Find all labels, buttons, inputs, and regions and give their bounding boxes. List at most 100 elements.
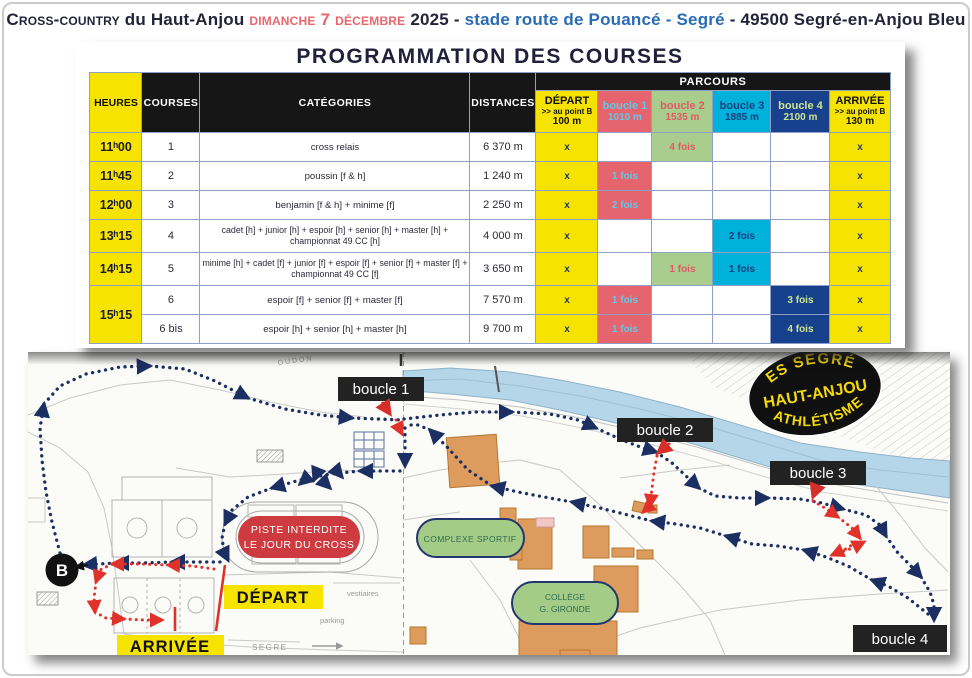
piste-interdite-badge: PISTE INTERDITE LE JOUR DU CROSS [238, 516, 360, 558]
svg-text:boucle 4: boucle 4 [872, 631, 929, 648]
parcours-cell [712, 161, 772, 191]
svg-text:COLLÈGE: COLLÈGE [545, 592, 585, 602]
parcours-cell [651, 161, 714, 191]
parcours-cell: x [535, 252, 599, 286]
categorie-cell: cross relais [199, 132, 471, 162]
point-b-marker: B [45, 553, 79, 587]
parcours-cell [770, 132, 831, 162]
title-part-4: stade route de Pouancé - Segré [464, 10, 725, 29]
course-map: OUDON [25, 343, 951, 671]
parcours-cell: x [829, 285, 891, 315]
heures-cell: 14ʰ15 [89, 252, 143, 286]
boucle-3-label: boucle 3 [770, 461, 866, 501]
parcours-cell: 1 fois [597, 285, 653, 315]
parcours-cell [770, 219, 831, 253]
parcours-cell: x [829, 314, 891, 344]
programme-table: HEURES COURSES CATÉGORIES DISTANCES PARC… [89, 72, 891, 344]
distance-cell: 6 370 m [469, 132, 537, 162]
boucle-4-label: boucle 4 [853, 625, 947, 652]
svg-text:boucle 1: boucle 1 [353, 381, 410, 398]
title-part-3: 2025 - [405, 10, 465, 29]
parcours-cell: 4 fois [651, 132, 714, 162]
distance-cell: 7 570 m [469, 285, 537, 315]
boucle-1-label: boucle 1 [338, 377, 424, 417]
depart-label: DÉPART [224, 585, 323, 609]
heures-cell: 15ʰ15 [89, 285, 143, 344]
svg-text:ARRIVÉE: ARRIVÉE [130, 637, 210, 655]
parcours-cell: x [535, 132, 599, 162]
parcours-cell: x [535, 285, 599, 315]
parcours-cell [712, 132, 772, 162]
parcours-cell [597, 252, 653, 286]
parcours-cell [712, 190, 772, 220]
distance-cell: 9 700 m [469, 314, 537, 344]
course-map-svg: OUDON [25, 343, 951, 671]
parcours-cell: x [535, 219, 599, 253]
course-number-cell: 4 [141, 219, 201, 253]
distance-cell: 2 250 m [469, 190, 537, 220]
categorie-cell: cadet [h] + junior [h] + espoir [h] + se… [199, 219, 471, 253]
svg-text:boucle 2: boucle 2 [637, 422, 694, 439]
svg-text:vestiaires: vestiaires [347, 589, 379, 598]
parcours-cell [712, 314, 772, 344]
course-path-red [86, 418, 867, 628]
categorie-cell: benjamin [f & h] + minime [f] [199, 190, 471, 220]
col-header-heures: HEURES [89, 72, 143, 133]
complexe-sportif-label: COMPLEXE SPORTIF [416, 518, 525, 558]
parcours-cell [651, 285, 714, 315]
categorie-cell: espoir [h] + senior [h] + master [h] [199, 314, 471, 344]
course-number-cell: 1 [141, 132, 201, 162]
course-number-cell: 5 [141, 252, 201, 286]
distance-cell: 1 240 m [469, 161, 537, 191]
document-title: Cross-country du Haut-Anjou dimanche 7 d… [0, 5, 972, 35]
col-header-categories: CATÉGORIES [199, 72, 471, 133]
arrivee-label: ARRIVÉE [117, 635, 224, 658]
river-name-label: OUDON [277, 355, 314, 367]
parcours-cell: x [535, 161, 599, 191]
svg-text:LE JOUR DU CROSS: LE JOUR DU CROSS [244, 539, 355, 551]
svg-text:DÉPART: DÉPART [237, 588, 310, 607]
categorie-cell: espoir [f] + senior [f] + master [f] [199, 285, 471, 315]
parcours-cell [597, 219, 653, 253]
start-finish-lines [173, 564, 227, 632]
parcours-cell: 1 fois [651, 252, 714, 286]
col-header-parcours: PARCOURS [535, 72, 891, 91]
parcours-cell: 2 fois [712, 219, 772, 253]
parcours-cell: x [535, 190, 599, 220]
parcours-cell [651, 314, 714, 344]
boucle-2-label: boucle 2 [617, 418, 713, 456]
programme-card: PROGRAMMATION DES COURSES HEURES COURSES… [75, 42, 905, 348]
col-header-courses: COURSES [141, 72, 201, 133]
title-part-0: Cross-country [6, 10, 120, 29]
parcours-cell: 1 fois [597, 161, 653, 191]
course-number-cell: 2 [141, 161, 201, 191]
parcours-cell: x [829, 132, 891, 162]
svg-text:COMPLEXE SPORTIF: COMPLEXE SPORTIF [424, 534, 517, 544]
tennis-courts [353, 431, 385, 468]
svg-text:G. GIRONDE: G. GIRONDE [539, 604, 590, 614]
parcours-cell: x [829, 252, 891, 286]
parcours-cell: 1 fois [597, 314, 653, 344]
svg-text:SEGRE: SEGRE [252, 643, 288, 652]
col-header-distances: DISTANCES [469, 72, 537, 133]
parcours-cell: x [535, 314, 599, 344]
parcours-cell: 2 fois [597, 190, 653, 220]
parcours-cell [712, 285, 772, 315]
course-number-cell: 6 bis [141, 314, 201, 344]
course-number-cell: 6 [141, 285, 201, 315]
categorie-cell: poussin [f & h] [199, 161, 471, 191]
heures-cell: 12ʰ00 [89, 190, 143, 220]
parcours-cell: 3 fois [770, 285, 831, 315]
parcours-cell [597, 132, 653, 162]
